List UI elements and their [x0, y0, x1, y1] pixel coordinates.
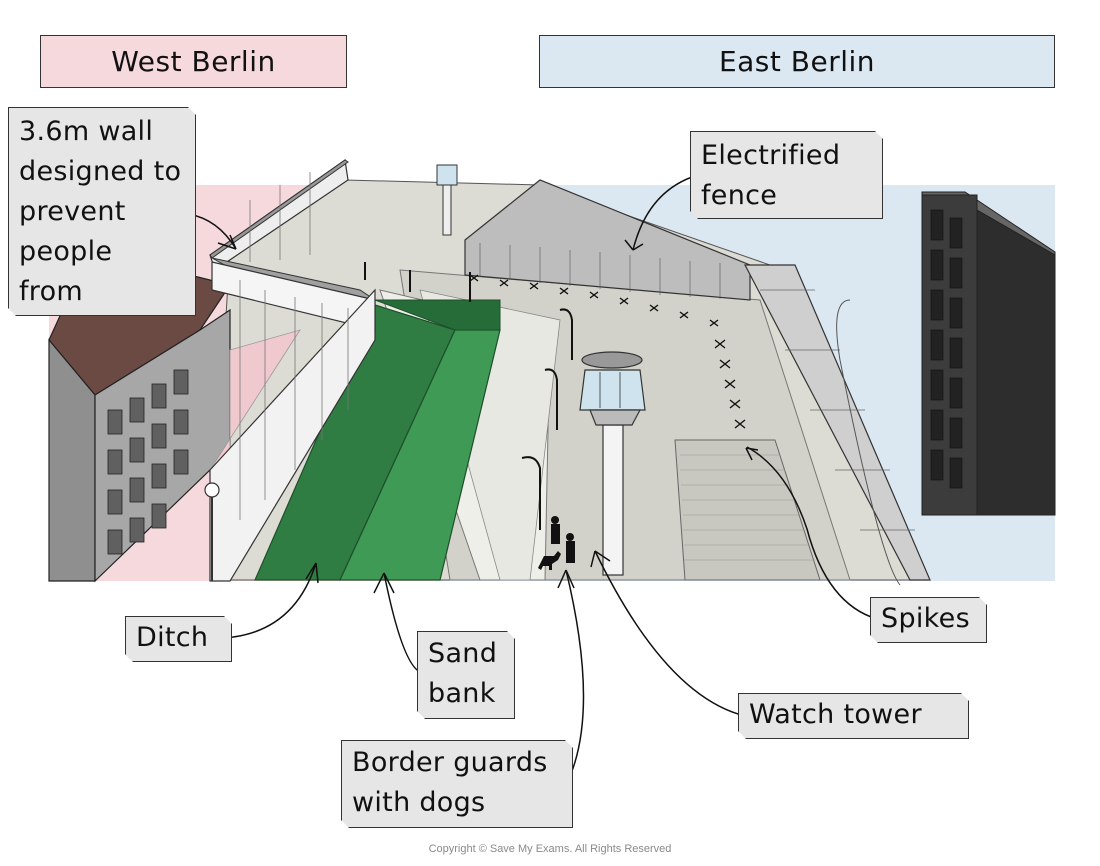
west-berlin-header: West Berlin	[40, 35, 347, 88]
label-wall-line-2: designed to	[19, 156, 182, 187]
spikes-row	[469, 274, 746, 429]
watch-tower-roof	[581, 351, 643, 369]
label-wall-line-3: prevent	[19, 196, 126, 227]
leader-spikes	[746, 446, 878, 620]
label-sand-bank: Sand bank	[417, 631, 515, 719]
electrified-fence	[464, 179, 751, 301]
east-building-side	[976, 209, 1056, 516]
leader-fence	[632, 174, 699, 251]
label-wall: 3.6m wall designed to prevent people fro…	[8, 107, 196, 316]
east-building-front	[921, 194, 978, 516]
wall-far-top	[209, 159, 349, 259]
lamp-globe	[204, 482, 220, 498]
guards	[538, 516, 575, 570]
ditch-top	[374, 299, 501, 331]
east-fence	[744, 264, 931, 581]
label-guards-line-1: Border guards	[352, 747, 548, 778]
leader-guards	[565, 569, 585, 786]
label-wall-line-1: 3.6m wall	[19, 116, 154, 147]
watch-tower-cabin	[579, 369, 646, 411]
label-fence-line-1: Electrified	[701, 140, 841, 171]
wall-near-front	[209, 288, 376, 582]
copyright-notice: Copyright © Save My Exams. All Rights Re…	[428, 843, 672, 855]
dog	[538, 551, 561, 570]
leader-ditch	[223, 562, 317, 639]
label-fence-line-2: fence	[701, 180, 778, 211]
label-border-guards: Border guards with dogs	[341, 740, 573, 828]
label-watch-tower: Watch tower	[738, 693, 969, 739]
watch-tower-base	[589, 409, 641, 426]
distant-tower	[442, 184, 452, 236]
label-sand-line-1: Sand	[428, 638, 498, 669]
label-wall-line-4: people from	[19, 236, 113, 307]
label-spikes: Spikes	[870, 597, 987, 643]
east-berlin-header: East Berlin	[539, 35, 1055, 88]
watch-tower-shaft	[602, 424, 624, 576]
leader-tower	[594, 550, 746, 717]
label-electrified-fence: Electrified fence	[690, 131, 883, 219]
label-ditch: Ditch	[125, 616, 232, 662]
label-sand-line-2: bank	[428, 678, 496, 709]
label-guards-line-2: with dogs	[352, 787, 486, 818]
